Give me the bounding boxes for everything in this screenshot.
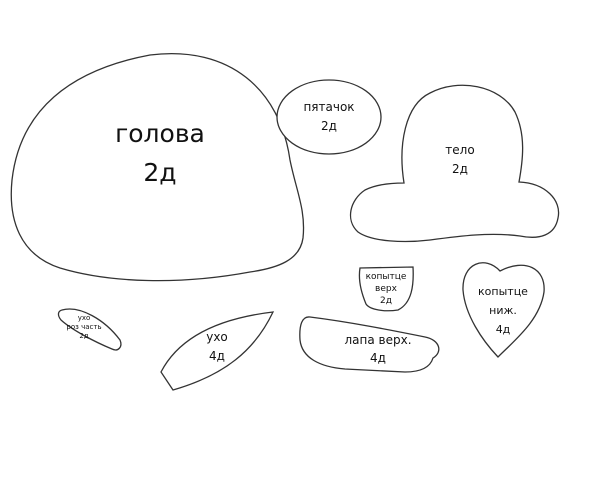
snout-count: 2д bbox=[321, 119, 337, 133]
head-count: 2д bbox=[143, 158, 176, 187]
hoof-bottom-name-2: ниж. bbox=[489, 304, 517, 317]
ear-pink-piece: ухо роз часть 2д bbox=[57, 308, 122, 351]
hoof-bottom-outline bbox=[462, 262, 545, 358]
head-piece: голова 2д bbox=[10, 53, 305, 282]
ear-outline bbox=[160, 311, 275, 391]
hoof-top-name-2: верх bbox=[375, 284, 398, 294]
ear-pink-name-2: роз часть bbox=[66, 323, 101, 331]
head-name: голова bbox=[115, 119, 205, 148]
hoof-bottom-name-1: копытце bbox=[478, 285, 528, 298]
hoof-top-outline bbox=[358, 266, 414, 312]
hoof-top-piece: копытце верх 2д bbox=[358, 266, 414, 312]
paw-top-piece: лапа верх. 4д bbox=[299, 316, 440, 373]
paw-top-name: лапа верх. bbox=[344, 333, 411, 347]
ear-piece: ухо 4д bbox=[160, 311, 275, 391]
paw-top-count: 4д bbox=[370, 351, 386, 365]
body-count: 2д bbox=[452, 162, 468, 176]
ear-pink-count: 2д bbox=[79, 332, 88, 340]
body-outline bbox=[349, 84, 560, 243]
paw-top-outline bbox=[299, 316, 440, 373]
snout-piece: пятачок 2д bbox=[276, 79, 382, 155]
ear-pink-name-1: ухо bbox=[78, 314, 91, 322]
hoof-bottom-piece: копытце ниж. 4д bbox=[462, 262, 545, 358]
hoof-top-name-1: копытце bbox=[366, 272, 407, 282]
body-name: тело bbox=[445, 143, 474, 157]
ear-name: ухо bbox=[206, 330, 228, 344]
snout-name: пятачок bbox=[303, 100, 354, 114]
ear-pink-outline bbox=[57, 308, 122, 351]
hoof-top-count: 2д bbox=[380, 296, 392, 306]
body-piece: тело 2д bbox=[349, 84, 560, 243]
ear-count: 4д bbox=[209, 349, 225, 363]
snout-outline bbox=[276, 79, 382, 155]
hoof-bottom-count: 4д bbox=[496, 323, 511, 336]
